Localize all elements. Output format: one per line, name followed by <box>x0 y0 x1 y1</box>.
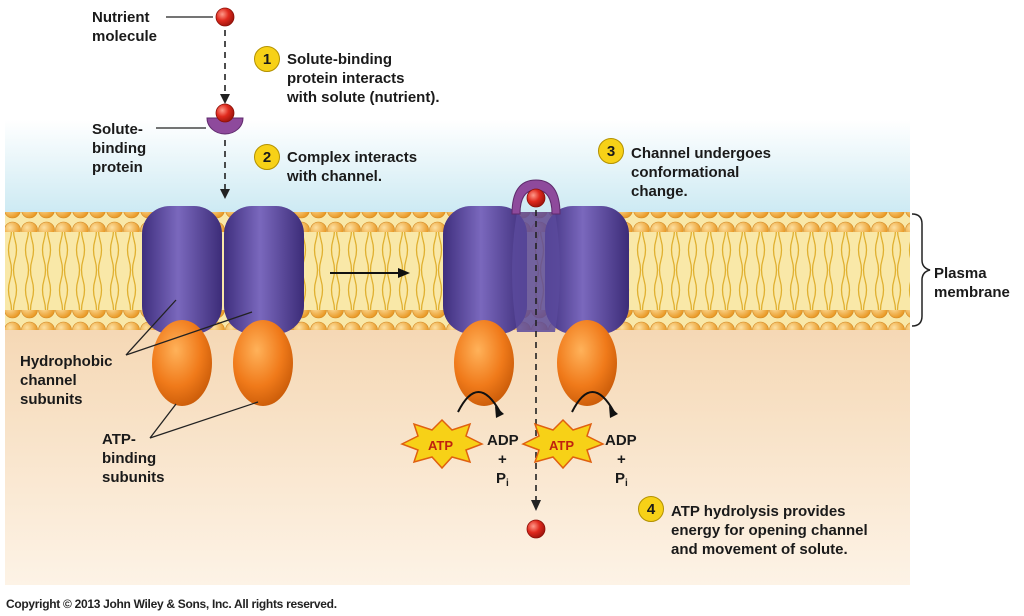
atp-leader-2 <box>149 401 259 439</box>
open-channel-pore <box>512 212 560 332</box>
step-1-text: Solute-binding protein interacts with so… <box>287 51 440 106</box>
pi-label-2: Pi <box>615 470 628 489</box>
nutrient-molecule-label: Nutrient molecule <box>92 9 158 45</box>
right-transporter <box>443 206 629 406</box>
plus-label-2: + <box>617 451 626 468</box>
atp-binding-subunit-left-1 <box>152 320 212 406</box>
process-arrowhead <box>398 268 410 278</box>
nutrient-molecule-bottom <box>526 519 546 539</box>
copyright-notice: Copyright © 2013 John Wiley & Sons, Inc.… <box>6 597 337 611</box>
step-1-badge: 1 <box>254 46 280 72</box>
hydrophobic-channel-subunits-label: Hydrophobic channel subunits <box>20 353 113 408</box>
step-4-text: ATP hydrolysis provides energy for openi… <box>671 503 868 558</box>
extracellular-space <box>5 120 910 212</box>
hydrolysis-arrowhead-1 <box>495 406 504 418</box>
hydrophobic-leader-1 <box>125 299 177 356</box>
nutrient-molecule-top <box>215 7 235 27</box>
plasma-membrane-label: Plasma membrane <box>934 265 1010 301</box>
binding-protein-complex-right <box>511 179 561 215</box>
step-2-text: Complex interacts with channel. <box>287 149 418 185</box>
step-3-text: Channel undergoes conformational change. <box>631 145 772 200</box>
atp-label-2: ATP <box>549 438 575 453</box>
hydrolysis-arrow-1 <box>457 391 501 413</box>
channel-subunit-right-2 <box>545 206 629 334</box>
channel-subunit-left-1 <box>142 206 222 334</box>
solute-binding-protein-label: Solute- binding protein <box>92 121 147 176</box>
membrane-bracket <box>911 213 931 327</box>
arrowhead-2 <box>220 189 230 199</box>
atp-label-1: ATP <box>428 438 454 453</box>
left-transporter <box>142 206 304 406</box>
arrowhead-1 <box>220 94 230 104</box>
atp-binding-subunits-label: ATP- binding subunits <box>102 431 165 486</box>
atp-star-1 <box>400 418 484 470</box>
hydrophobic-leader-2 <box>125 311 253 356</box>
pi-label-1: Pi <box>496 470 509 489</box>
atp-binding-subunit-right-1 <box>454 320 514 406</box>
atp-leader-1 <box>149 403 177 439</box>
arrowhead-3 <box>531 500 541 511</box>
step-3-badge: 3 <box>598 138 624 164</box>
channel-subunit-left-2 <box>224 206 304 334</box>
atp-binding-subunit-left-2 <box>233 320 293 406</box>
step-2-badge: 2 <box>254 144 280 170</box>
adp-label-2: ADP <box>605 432 637 449</box>
binding-protein-complex-left <box>206 103 244 135</box>
atp-binding-subunit-right-2 <box>557 320 617 406</box>
step-4-badge: 4 <box>638 496 664 522</box>
channel-subunit-right-1 <box>443 206 527 334</box>
hydrolysis-arrowhead-2 <box>609 406 618 418</box>
adp-label-1: ADP <box>487 432 519 449</box>
atp-star-2 <box>521 418 605 470</box>
plus-label-1: + <box>498 451 507 468</box>
hydrolysis-arrow-2 <box>571 391 615 413</box>
